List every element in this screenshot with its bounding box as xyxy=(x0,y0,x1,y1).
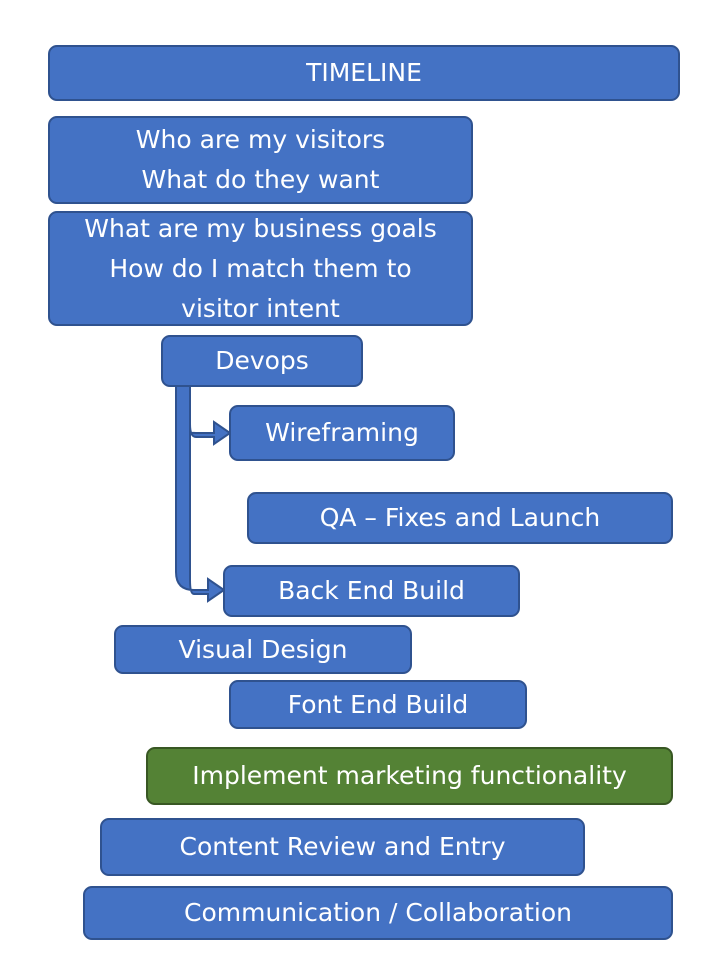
step-front-end-build: Font End Build xyxy=(229,680,527,729)
step-content-review: Content Review and Entry xyxy=(100,818,585,876)
step-label: Who are my visitors What do they want xyxy=(135,125,386,194)
step-back-end-build: Back End Build xyxy=(223,565,520,617)
step-business-goals: What are my business goals How do I matc… xyxy=(48,211,473,326)
step-marketing-functionality: Implement marketing functionality xyxy=(146,747,673,805)
step-communication: Communication / Collaboration xyxy=(83,886,673,940)
step-wireframing: Wireframing xyxy=(229,405,455,461)
step-visitors: Who are my visitors What do they want xyxy=(48,116,473,204)
timeline-title: TIMELINE xyxy=(306,58,422,87)
step-visual-design: Visual Design xyxy=(114,625,412,674)
step-label: Content Review and Entry xyxy=(179,832,506,861)
step-label: Devops xyxy=(215,346,309,375)
step-label: Back End Build xyxy=(278,576,465,605)
step-label: What are my business goals How do I matc… xyxy=(84,213,437,323)
step-label: QA – Fixes and Launch xyxy=(319,503,601,532)
step-label: Implement marketing functionality xyxy=(192,761,627,790)
step-label: Font End Build xyxy=(287,689,469,719)
arrow-devops-to-backend xyxy=(175,385,226,603)
timeline-header: TIMELINE xyxy=(48,45,680,101)
step-qa-launch: QA – Fixes and Launch xyxy=(247,492,673,544)
step-label: Visual Design xyxy=(178,634,348,664)
step-label: Wireframing xyxy=(265,418,419,447)
step-label: Communication / Collaboration xyxy=(184,898,572,927)
step-devops: Devops xyxy=(161,335,363,387)
